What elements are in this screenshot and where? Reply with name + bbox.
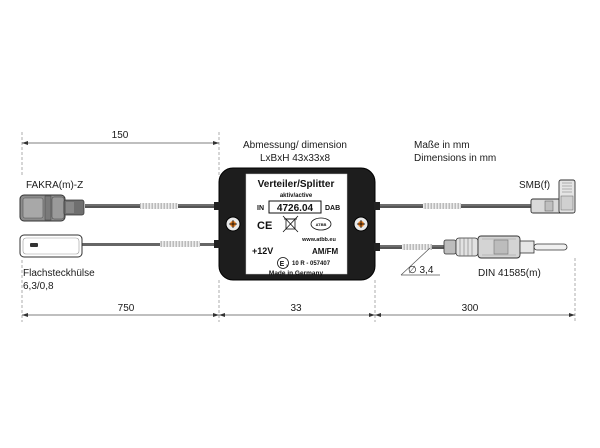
e-approval-icon: E 1 (277, 257, 289, 269)
dimension-33-label: 33 (290, 303, 302, 314)
device-made-in: Made in Germany (269, 270, 324, 277)
weee-bin-icon (282, 215, 299, 233)
cable-fakra (85, 203, 219, 209)
flachsteckhuelse-spec: 6,3/0,8 (23, 281, 54, 292)
diameter-label: ∅ 3,4 (408, 265, 434, 276)
smb-label: SMB(f) (519, 180, 550, 191)
cable-din (375, 244, 445, 250)
device-in-label: IN (257, 205, 264, 212)
fakra-label: FAKRA(m)-Z (26, 180, 83, 191)
fakra-connector (19, 194, 85, 222)
header-dimension-title: Abmessung/ dimension (243, 140, 347, 151)
device-amfm-label: AM/FM (312, 247, 339, 256)
diameter-callout: ∅ 3,4 (400, 247, 440, 276)
device-approval-number: 10 R - 057407 (292, 261, 331, 267)
flachsteckhuelse-connector (19, 234, 83, 258)
ce-mark: CE (257, 220, 272, 232)
cable-smb (375, 203, 532, 209)
splitter-device (218, 167, 376, 281)
dimension-bottom: 750 33 300 (21, 258, 576, 322)
flachsteckhuelse-label: Flachsteckhülse (23, 268, 95, 279)
dimension-150: 150 (21, 130, 220, 175)
header-units-de: Maße in mm (414, 140, 470, 151)
dimension-300-label: 300 (462, 303, 479, 314)
device-dab-label: DAB (325, 205, 340, 212)
device-power-label: +12V (252, 246, 273, 256)
device-part-number: 4726.04 (277, 203, 314, 214)
cable-flachstecker (80, 241, 219, 247)
atbb-logo-icon: ATBB (310, 217, 332, 231)
dimension-750-label: 750 (118, 303, 135, 314)
header-units-en: Dimensions in mm (414, 153, 496, 164)
dimension-150-label: 150 (112, 130, 129, 141)
smb-connector (530, 179, 576, 214)
atbb-logo-text: ATBB (316, 222, 327, 227)
part-number-box (268, 200, 322, 214)
device-title: Verteiler/Splitter (258, 179, 335, 190)
din-connector (443, 235, 568, 259)
din-label: DIN 41585(m) (478, 268, 541, 279)
header-dimension-size: LxBxH 43x33x8 (260, 153, 330, 164)
e-mark-number: 1 (286, 264, 288, 268)
e-mark-letter: E (280, 261, 285, 268)
device-web: www.atbb.eu (301, 237, 336, 243)
device-subtitle: aktiv/active (280, 193, 313, 199)
